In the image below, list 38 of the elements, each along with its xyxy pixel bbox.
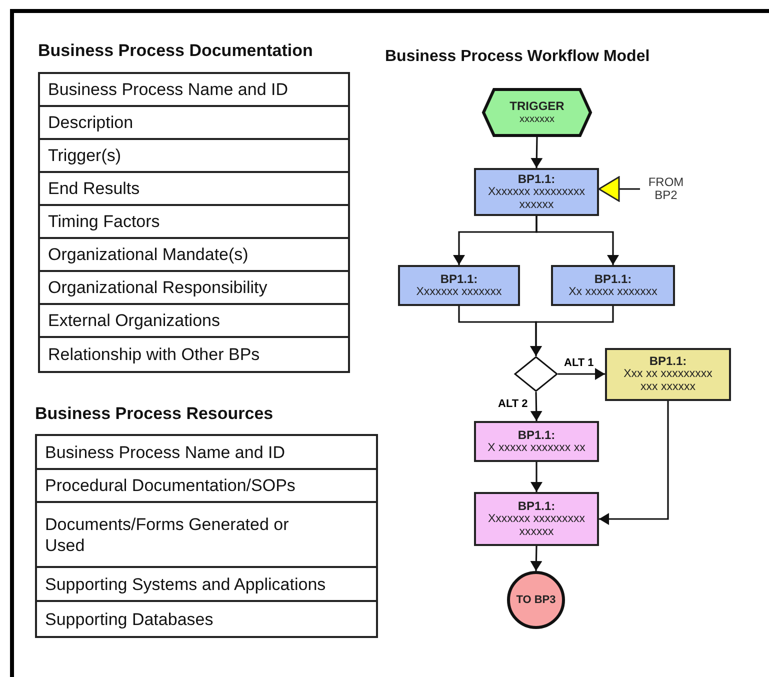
arrow — [530, 392, 542, 422]
arrow — [598, 176, 640, 202]
table-heading: Business Process Documentation — [38, 41, 313, 61]
table-cell-text: Relationship with Other BPs — [47, 344, 261, 366]
table-cell: Business Process Name and ID — [37, 436, 376, 470]
process-box: BP1.1: Xx xxxxx xxxxxxx — [551, 265, 675, 306]
process-box: BP1.1: Xxxxxxx xxxxxxxxx xxxxxx — [474, 492, 599, 546]
arrow — [599, 401, 669, 525]
end-connector-circle: TO BP3 — [507, 571, 565, 629]
table-cell: Procedural Documentation/SOPs — [37, 470, 376, 503]
arrow — [536, 216, 619, 265]
edge-label: ALT 2 — [497, 398, 529, 410]
table-cell: Timing Factors — [40, 206, 348, 239]
arrow — [530, 136, 543, 168]
process-box: BP1.1: X xxxxx xxxxxxx xx — [474, 421, 599, 462]
table-cell: External Organizations — [40, 305, 348, 338]
process-box: BP1.1: Xxx xx xxxxxxxxx xxx xxxxxx — [605, 348, 731, 401]
table-cell: Organizational Responsibility — [40, 272, 348, 305]
table-cell: Business Process Name and ID — [40, 74, 348, 107]
process-box: BP1.1: Xxxxxxx xxxxxxxxx xxxxxx — [474, 168, 599, 216]
table-cell: Description — [40, 107, 348, 140]
arrow — [530, 546, 542, 572]
edge-label: ALT 1 — [563, 357, 595, 369]
table-cell: Trigger(s) — [40, 140, 348, 173]
table-heading: Business Process Resources — [35, 404, 274, 424]
trigger-hexagon: TRIGGER xxxxxxx — [482, 88, 592, 137]
table-cell: Documents/Forms Generated or Used — [37, 503, 376, 568]
arrow — [530, 462, 542, 492]
off-page-label: FROM BP2 — [640, 174, 692, 204]
arrow — [530, 306, 614, 356]
decision-diamond — [514, 356, 558, 392]
table-cell: Supporting Systems and Applications — [37, 568, 376, 602]
arrow — [558, 368, 605, 380]
table-cell: Organizational Mandate(s) — [40, 239, 348, 272]
diagram-title: Business Process Workflow Model — [385, 48, 650, 66]
table-cell: End Results — [40, 173, 348, 206]
process-box: BP1.1: Xxxxxxx xxxxxxx — [398, 265, 520, 306]
table-cell-text: Supporting Databases — [44, 608, 214, 630]
